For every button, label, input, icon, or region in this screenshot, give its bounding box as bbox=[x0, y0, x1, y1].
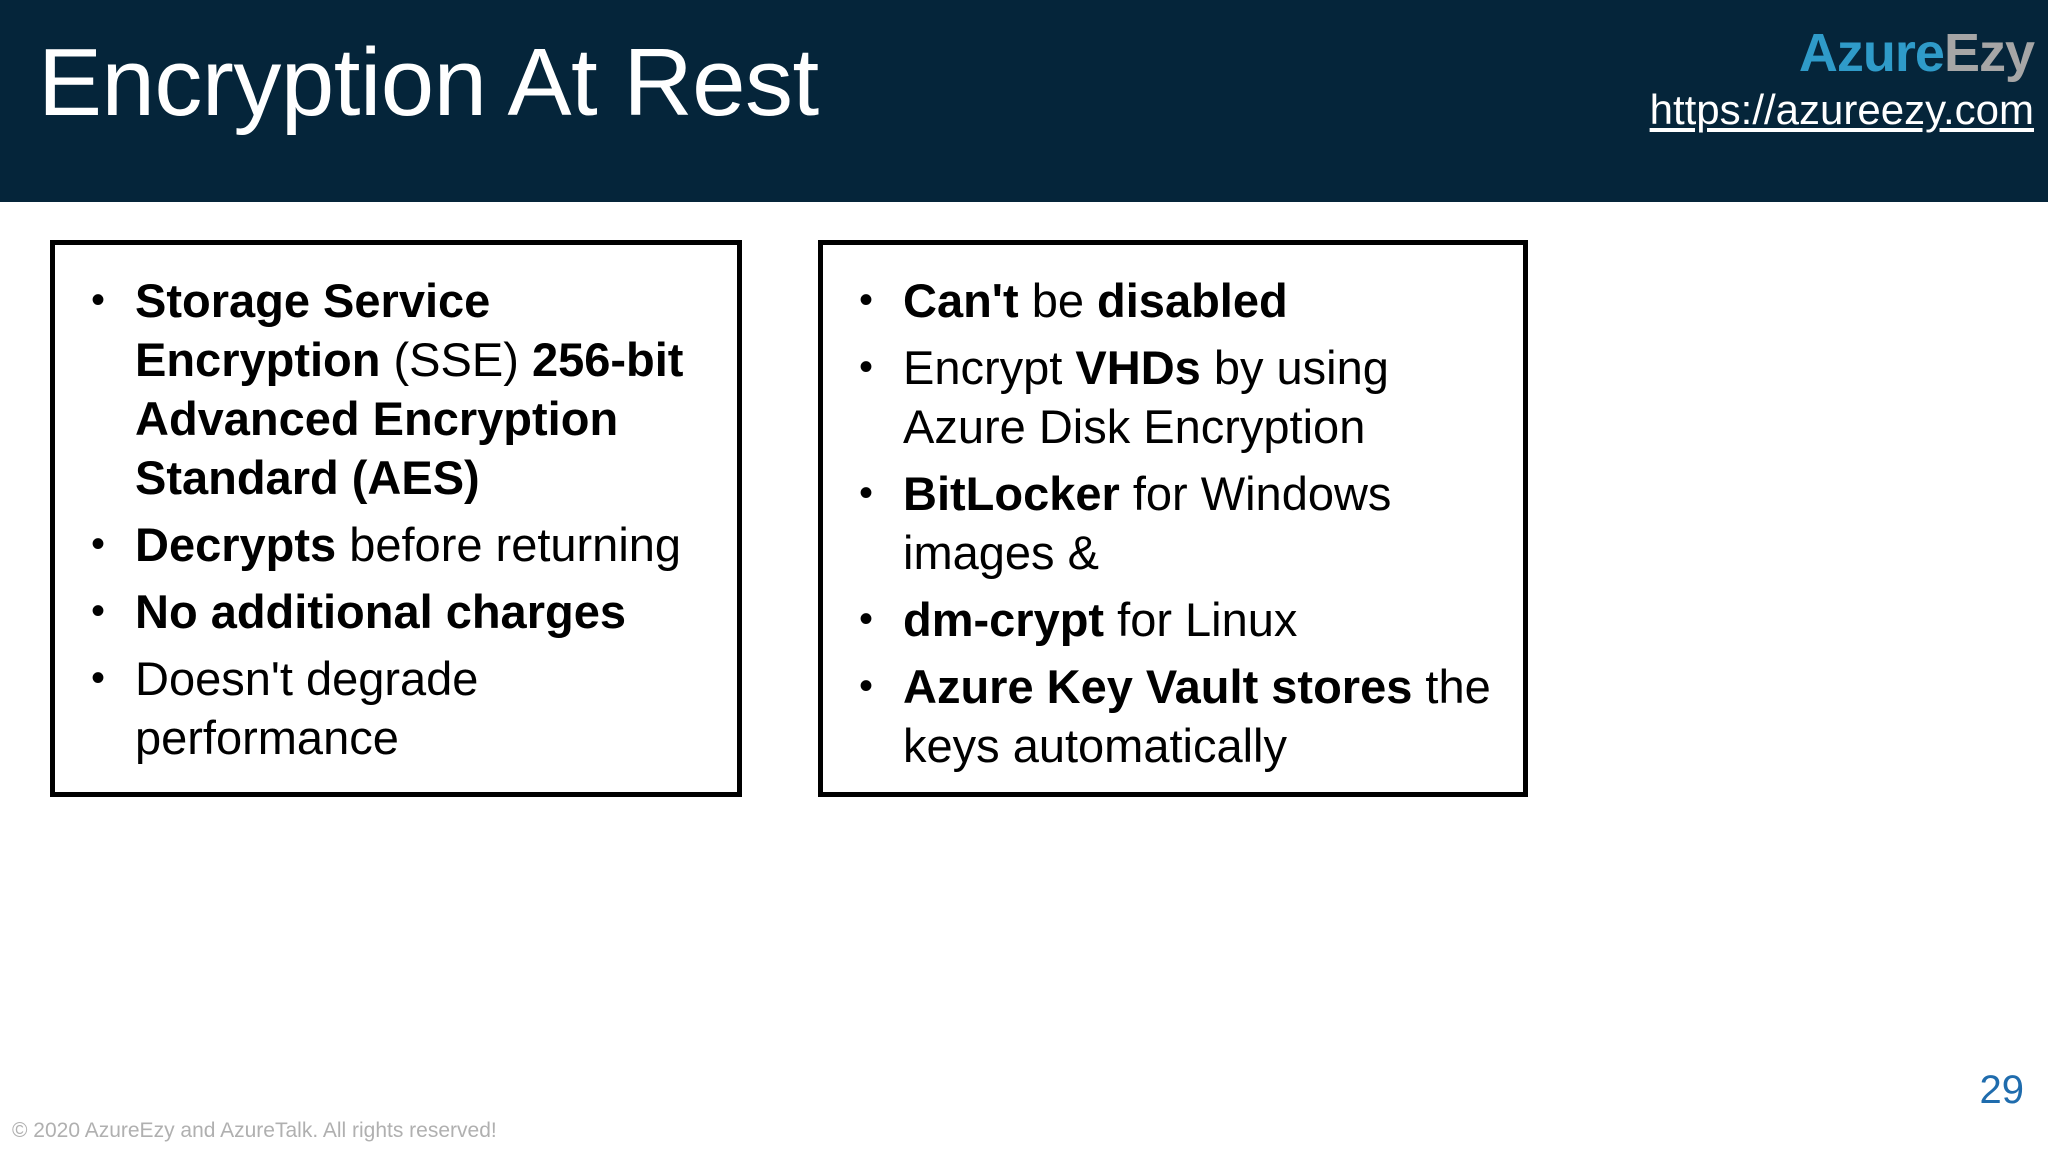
brand-logo-azure: Azure bbox=[1798, 23, 1945, 83]
right-bullet-list: • Can't be disabled • Encrypt VHDs by using… bbox=[823, 245, 1523, 775]
list-item-label: Doesn't degrade performance bbox=[135, 649, 729, 767]
right-content-box: • Can't be disabled • Encrypt VHDs by using… bbox=[818, 240, 1528, 797]
brand-website-link[interactable]: https://azureezy.com bbox=[1649, 86, 2034, 133]
emphasis-text: BitLocker bbox=[903, 467, 1133, 520]
brand-logo: AzureEzy bbox=[1650, 23, 2035, 83]
left-content-box: • Storage Service Encryption (SSE) 256-bi… bbox=[50, 240, 742, 797]
slide-header-band: Encryption At Rest AzureEzy https://azur… bbox=[0, 0, 2048, 202]
emphasis-text: 256-bit Advanced Encryption Standard (AE… bbox=[135, 333, 684, 504]
plain-text: Doesn't degrade performance bbox=[135, 652, 479, 764]
list-item-label: dm-crypt for Linux bbox=[903, 590, 1515, 649]
left-bullet-list: • Storage Service Encryption (SSE) 256-bi… bbox=[55, 245, 737, 767]
list-item-label: Storage Service Encryption (SSE) 256-bit… bbox=[135, 271, 729, 507]
emphasis-text: Can't bbox=[903, 274, 1032, 327]
emphasis-text: Decrypts bbox=[135, 518, 350, 571]
list-item: • BitLocker for Windows images & bbox=[847, 464, 1515, 582]
bullet-dot-icon: • bbox=[91, 278, 106, 322]
page-title: Encryption At Rest bbox=[38, 29, 819, 136]
list-item-label: Azure Key Vault stores the keys automati… bbox=[903, 657, 1515, 775]
bullet-dot-icon: • bbox=[859, 345, 874, 389]
bullet-dot-icon: • bbox=[91, 656, 106, 700]
list-item: • dm-crypt for Linux bbox=[847, 590, 1515, 649]
plain-text: the keys automatically bbox=[903, 660, 1491, 772]
emphasis-text: VHDs bbox=[1075, 341, 1214, 394]
plain-text: for Linux bbox=[1117, 593, 1298, 646]
slide-page-number: 29 bbox=[1979, 1068, 2025, 1112]
list-item: • Azure Key Vault stores the keys automat… bbox=[847, 657, 1515, 775]
bullet-dot-icon: • bbox=[91, 589, 106, 633]
list-item: • Encrypt VHDs by using Azure Disk Encryp… bbox=[847, 338, 1515, 456]
bullet-dot-icon: • bbox=[859, 664, 874, 708]
list-item-label: Decrypts before returning bbox=[135, 515, 729, 574]
emphasis-text: dm-crypt bbox=[903, 593, 1118, 646]
plain-text: before returning bbox=[349, 518, 682, 571]
emphasis-text: Storage Service Encryption bbox=[135, 274, 491, 386]
list-item-label: BitLocker for Windows images & bbox=[903, 464, 1515, 582]
list-item-label: No additional charges bbox=[135, 582, 729, 641]
list-item: • Storage Service Encryption (SSE) 256-bi… bbox=[79, 271, 729, 507]
plain-text: for Windows images & bbox=[903, 467, 1392, 579]
copyright-notice: © 2020 AzureEzy and AzureTalk. All right… bbox=[12, 1119, 497, 1142]
plain-text: be bbox=[1031, 274, 1098, 327]
emphasis-text: Azure Key Vault stores bbox=[903, 660, 1426, 713]
list-item: • Doesn't degrade performance bbox=[79, 649, 729, 767]
list-item-label: Can't be disabled bbox=[903, 271, 1515, 330]
bullet-dot-icon: • bbox=[859, 597, 874, 641]
list-item-label: Encrypt VHDs by using Azure Disk Encrypt… bbox=[903, 338, 1515, 456]
emphasis-text: disabled bbox=[1097, 274, 1288, 327]
bullet-dot-icon: • bbox=[91, 522, 106, 566]
plain-text: by using Azure Disk Encryption bbox=[903, 341, 1389, 453]
plain-text: Encrypt bbox=[903, 341, 1076, 394]
brand-block: AzureEzy https://azureezy.com bbox=[1649, 23, 2035, 134]
emphasis-text: No additional charges bbox=[135, 585, 626, 638]
list-item: • Decrypts before returning bbox=[79, 515, 729, 574]
list-item: • Can't be disabled bbox=[847, 271, 1515, 330]
bullet-dot-icon: • bbox=[859, 278, 874, 322]
plain-text: (SSE) bbox=[393, 333, 532, 386]
brand-logo-ezy: Ezy bbox=[1943, 23, 2035, 83]
list-item: • No additional charges bbox=[79, 582, 729, 641]
bullet-dot-icon: • bbox=[859, 471, 874, 515]
